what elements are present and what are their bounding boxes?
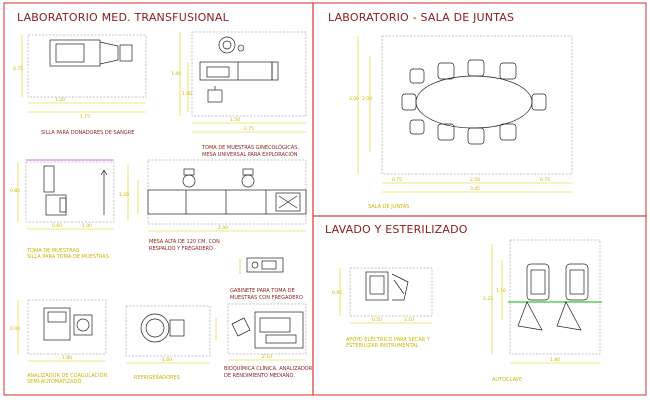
- dim-exam-h1: 1.50: [230, 117, 240, 123]
- dim-donor-h1: 1.20: [55, 97, 65, 103]
- dim-sample-h2: 1.00: [82, 223, 92, 229]
- frame-lavado: [312, 215, 647, 396]
- dim-coag-v: 0.90: [10, 326, 20, 332]
- dim-meeting-v1: 3.00: [349, 96, 359, 102]
- meeting-room-drawing: [357, 35, 573, 193]
- dim-donor-h2: 1.75: [80, 114, 90, 120]
- dim-exam-v1: 1.40: [171, 71, 181, 77]
- caption-biochem-1: BIOQUÍMICA CLÍNICA, ANALIZADOR: [224, 365, 313, 372]
- dim-donor-v: 0.75: [13, 66, 23, 72]
- frame-juntas: [312, 2, 647, 217]
- dim-hightable-h: 2.40: [218, 225, 228, 231]
- caption-exam-2: MESA UNIVERSAL PARA EXPLORACIÓN: [202, 151, 298, 158]
- caption-meeting: SALA DE JUNTAS: [368, 204, 409, 210]
- dim-meeting-v2: 2.00: [362, 96, 372, 102]
- title-transfusional: LABORATORIO MED. TRANSFUSIONAL: [17, 11, 230, 24]
- dim-autoclave-h: 1.80: [550, 357, 560, 363]
- dim-coag-h: 1.80: [62, 355, 72, 361]
- dim-autoclave-v2: 1.10: [496, 288, 506, 294]
- dim-dryer-h1: 0.50: [372, 317, 382, 323]
- cabinet-drawing: [239, 257, 284, 274]
- caption-sample-1: TOMA DE MUESTRAS: [26, 248, 79, 254]
- caption-coag-2: SEMI-AUTOMATIZADO: [27, 379, 81, 385]
- dim-meeting-h1: 0.75: [392, 177, 402, 183]
- caption-cabinet-1: GABINETE PARA TOMA DE: [230, 288, 295, 294]
- title-juntas: LABORATORIO - SALA DE JUNTAS: [328, 11, 514, 24]
- dim-exam-h2: 2.75: [244, 126, 254, 132]
- dim-meeting-h2: 2.50: [470, 177, 480, 183]
- high-table-drawing: [127, 159, 307, 232]
- caption-fridge: REFRIGERADORES: [134, 375, 180, 381]
- dim-meeting-h3: 0.75: [540, 177, 550, 183]
- caption-autoclave: AUTOCLAVE: [492, 377, 522, 383]
- caption-dryer-2: ESTERILIZAR INSTRUMENTAL: [346, 343, 419, 349]
- caption-hightable-1: MESA ALTA DE 120 CM. CON: [149, 239, 220, 245]
- caption-biochem-2: DE RENDIMIENTO MEDIANO.: [224, 373, 295, 379]
- dim-fridge-h: 1.60: [162, 357, 172, 363]
- coag-analyzer-drawing: [17, 299, 107, 362]
- dim-meeting-h4: 3.45: [470, 186, 480, 192]
- biochem-drawing: [227, 303, 307, 361]
- autoclave-drawing: [491, 239, 602, 364]
- dim-sample-h1: 0.60: [52, 223, 62, 229]
- caption-cabinet-2: MUESTRAS CON FREGADERO: [230, 295, 303, 301]
- caption-hightable-2: RESPALDO Y FREGADERO: [149, 246, 213, 252]
- dryer-support-drawing: [339, 267, 433, 324]
- dim-biochem-h: 2.10: [262, 354, 272, 360]
- refrigerator-drawing: [125, 305, 217, 364]
- caption-dryer-1: APOYO ELÉCTRICO PARA SECAR Y: [346, 335, 431, 343]
- caption-exam-1: TOMA DE MUESTRAS GINECOLÓGICAS,: [201, 144, 299, 151]
- caption-sample-2: SILLA PARA TOMA DE MUESTRAS: [27, 254, 109, 260]
- dim-dryer-v: 0.95: [332, 290, 342, 296]
- dim-hightable-v: 1.20: [119, 192, 129, 198]
- dim-autoclave-v1: 2.25: [483, 296, 493, 302]
- caption-coag-1: ANALIZADOR DE COAGULACIÓN: [27, 372, 107, 379]
- dim-exam-v2: 1.00: [182, 91, 192, 97]
- title-lavado: LAVADO Y ESTERILIZADO: [325, 223, 468, 236]
- dim-dryer-h2: 1.10: [404, 317, 414, 323]
- donor-chair-drawing: [21, 34, 147, 113]
- caption-donor-chair: SILLA PARA DONADORES DE SANGRE: [41, 130, 134, 136]
- dim-sample-v: 0.85: [10, 188, 20, 194]
- sample-chair-drawing: [17, 159, 115, 230]
- exam-table-drawing: [179, 31, 307, 133]
